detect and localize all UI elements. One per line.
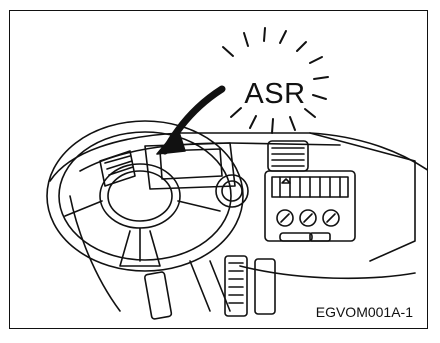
steering-column — [190, 261, 230, 311]
cockpit-illustration — [10, 11, 428, 329]
figure-code: EGVOM001A-1 — [316, 304, 413, 320]
asr-label: ASR — [235, 78, 315, 111]
right-vent — [268, 141, 308, 171]
center-console — [265, 171, 355, 241]
figure-frame: ASR EGVOM001A-1 — [9, 10, 428, 329]
